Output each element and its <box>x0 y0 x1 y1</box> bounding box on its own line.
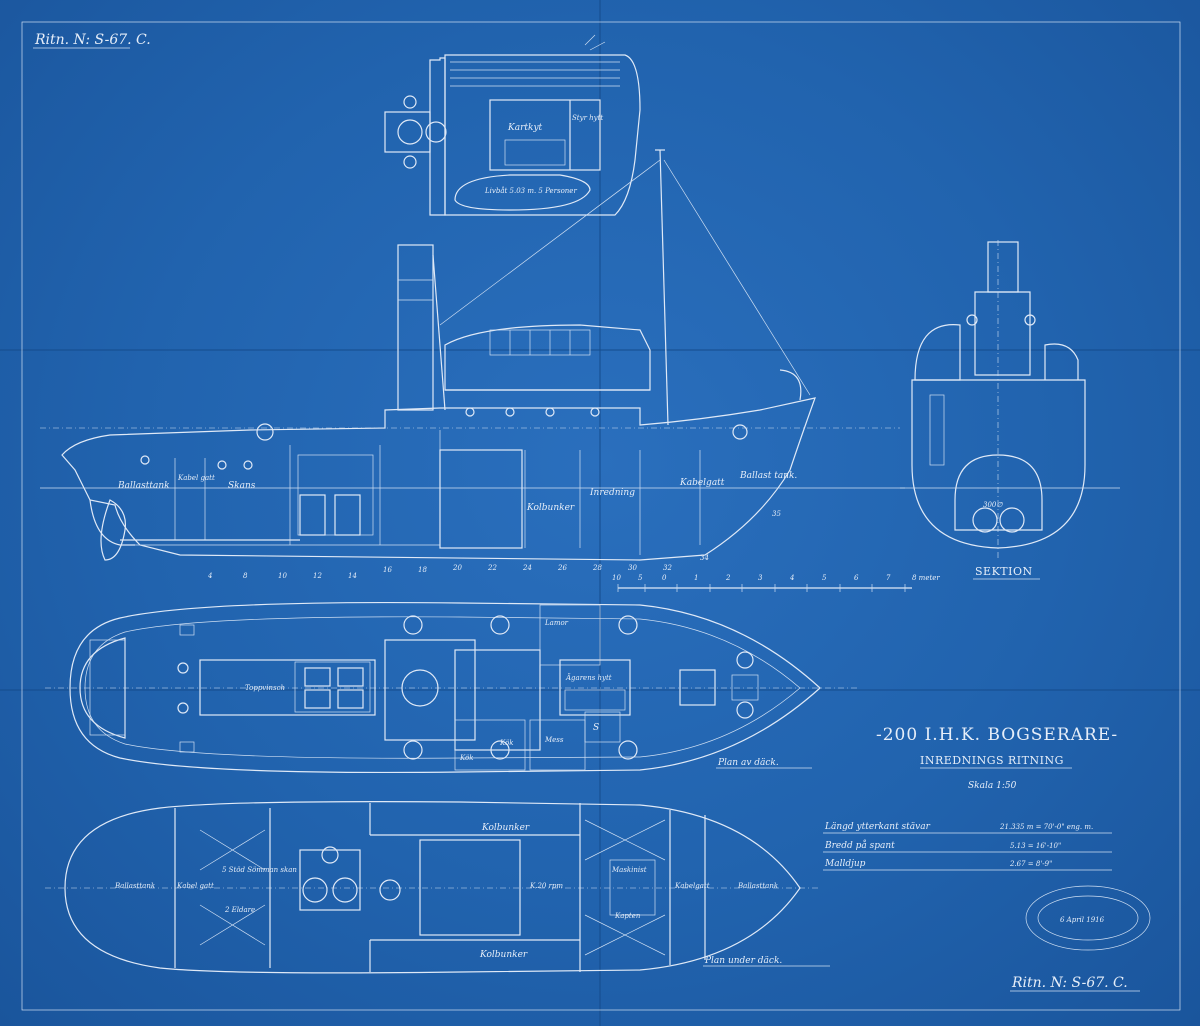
deck-label-kok3: Kök <box>459 754 474 762</box>
under-label-kolbunker-top: Kolbunker <box>481 823 530 833</box>
drawing-number-footer: Ritn. N: S-67. C. <box>1011 975 1128 991</box>
deck-plan: Toppvinsch Lamor Ägarens hytt Kök Kök Me… <box>45 601 860 774</box>
sheet-border <box>21 21 1181 1011</box>
drawing-number: Ritn. N: S-67. C. <box>34 32 151 48</box>
under-label-maskinist: Maskinist <box>611 866 647 874</box>
deck-label-s: S <box>593 723 599 733</box>
stamp-date: 6 April 1916 <box>1060 916 1105 924</box>
under-label-eldare: 2 Eldare <box>224 906 255 914</box>
frame-number: 34 <box>700 554 709 562</box>
deck-plan-caption: Plan av däck. <box>717 758 779 768</box>
frame-number: 10 <box>278 572 287 580</box>
dim-label-length: Längd ytterkant stävar <box>824 822 931 832</box>
under-label-ballasttank-fwd: Ballasttank <box>737 882 778 890</box>
frame-number: 16 <box>383 566 392 574</box>
label-kartkyt: Kartkyt <box>507 123 543 133</box>
profile-label-kolbunker: Kolbunker <box>526 503 575 513</box>
scale-bar-label: 0 <box>662 574 667 582</box>
profile-label-ballasttank-aft: Ballasttank <box>117 481 170 491</box>
frame-number: 18 <box>418 566 427 574</box>
frame-number: 22 <box>487 564 497 572</box>
frame-number: 12 <box>313 572 322 580</box>
bridge-plan: Kartkyt Styr hytt Livbåt 5.03 m. 5 Perso… <box>384 34 641 216</box>
frame-numbers: 4 8 10 12 14 16 18 20 22 24 26 28 30 32 … <box>207 554 709 580</box>
deck-label-agarens: Ägarens hytt <box>565 673 612 682</box>
frame-number: 26 <box>557 564 567 572</box>
profile-label-skans: Skans <box>228 481 256 491</box>
scale-bar-label: 7 <box>886 574 891 582</box>
frame-number: 28 <box>592 564 602 572</box>
dim-label-breadth: Bredd på spant <box>824 839 895 851</box>
under-deck-plan-caption: Plan under däck. <box>704 956 782 966</box>
under-label-skans: 5 Stöd Sömman skan <box>222 866 297 874</box>
under-deck-plan: Ballasttank Kabel gatt 5 Stöd Sömman ska… <box>45 801 830 974</box>
dim-label-depth: Malldjup <box>824 859 866 869</box>
profile-label-inredning: Inredning <box>589 488 635 498</box>
profile-label-ballasttank-fwd: Ballast tank. <box>739 471 797 481</box>
scale-bar-label: 10 <box>612 574 621 582</box>
approval-stamp: 6 April 1916 <box>1025 885 1151 951</box>
title-block: -200 I.H.K. BOGSERARE- INREDNINGS RITNIN… <box>823 725 1151 992</box>
under-label-kolbunker-bottom: Kolbunker <box>479 950 528 960</box>
section-boiler-label: 300∅ <box>983 501 1003 509</box>
scale-bar-label: 5 <box>638 574 643 582</box>
frame-number: 8 <box>243 572 248 580</box>
scale-bar-label: 1 <box>694 574 698 582</box>
section-title: SEKTION <box>975 565 1033 578</box>
label-boat: Livbåt 5.03 m. 5 Personer <box>484 186 577 195</box>
scale-bar: 10 5 0 1 2 3 4 5 6 7 8 meter <box>612 574 940 592</box>
profile-label-frame-35: 35 <box>772 510 781 518</box>
frame-number: 14 <box>348 572 357 580</box>
deck-label-lamor: Lamor <box>544 619 569 627</box>
frame-number: 30 <box>628 564 637 572</box>
deck-label-mess: Mess <box>544 736 564 744</box>
label-styrhyt: Styr hytt <box>572 114 603 122</box>
drawing-scale: Skala 1:50 <box>968 781 1017 791</box>
scale-bar-label: 5 <box>822 574 827 582</box>
frame-number: 32 <box>663 564 672 572</box>
drawing-subtitle: INREDNINGS RITNING <box>920 754 1064 767</box>
under-label-kapten: Kapten <box>614 912 641 920</box>
profile-view: Ballasttank Kabel gatt Skans Kolbunker I… <box>40 149 905 580</box>
profile-label-kabelgatt-fwd: Kabelgatt <box>679 478 725 488</box>
under-label-ballasttank-aft: Ballasttank <box>114 882 155 890</box>
dim-value-length: 21.335 m = 70'-0" eng. m. <box>999 823 1093 831</box>
dim-value-depth: 2.67 = 8'-9" <box>1009 860 1052 868</box>
frame-number: 20 <box>452 564 462 572</box>
scale-bar-label: 3 <box>758 574 763 582</box>
dim-value-breadth: 5.13 = 16'-10" <box>1010 842 1061 850</box>
profile-label-kabelgatt-aft: Kabel gatt <box>177 474 215 482</box>
frame-number: 4 <box>207 572 212 580</box>
scale-bar-label: 6 <box>854 574 859 582</box>
under-label-rpm: K.20 rpm <box>529 882 563 890</box>
drawing-title: -200 I.H.K. BOGSERARE- <box>876 725 1118 745</box>
scale-bar-label: 4 <box>789 574 794 582</box>
frame-number: 24 <box>522 564 532 572</box>
section-view: 300∅ SEKTION <box>900 240 1120 580</box>
scale-bar-label: 2 <box>725 574 731 582</box>
deck-label-topp: Toppvinsch <box>245 684 285 692</box>
scale-bar-label: 8 meter <box>912 574 940 582</box>
under-label-kabelgatt-fwd: Kabelgatt <box>674 882 710 890</box>
under-label-kabelgatt-aft: Kabel gatt <box>176 882 214 890</box>
